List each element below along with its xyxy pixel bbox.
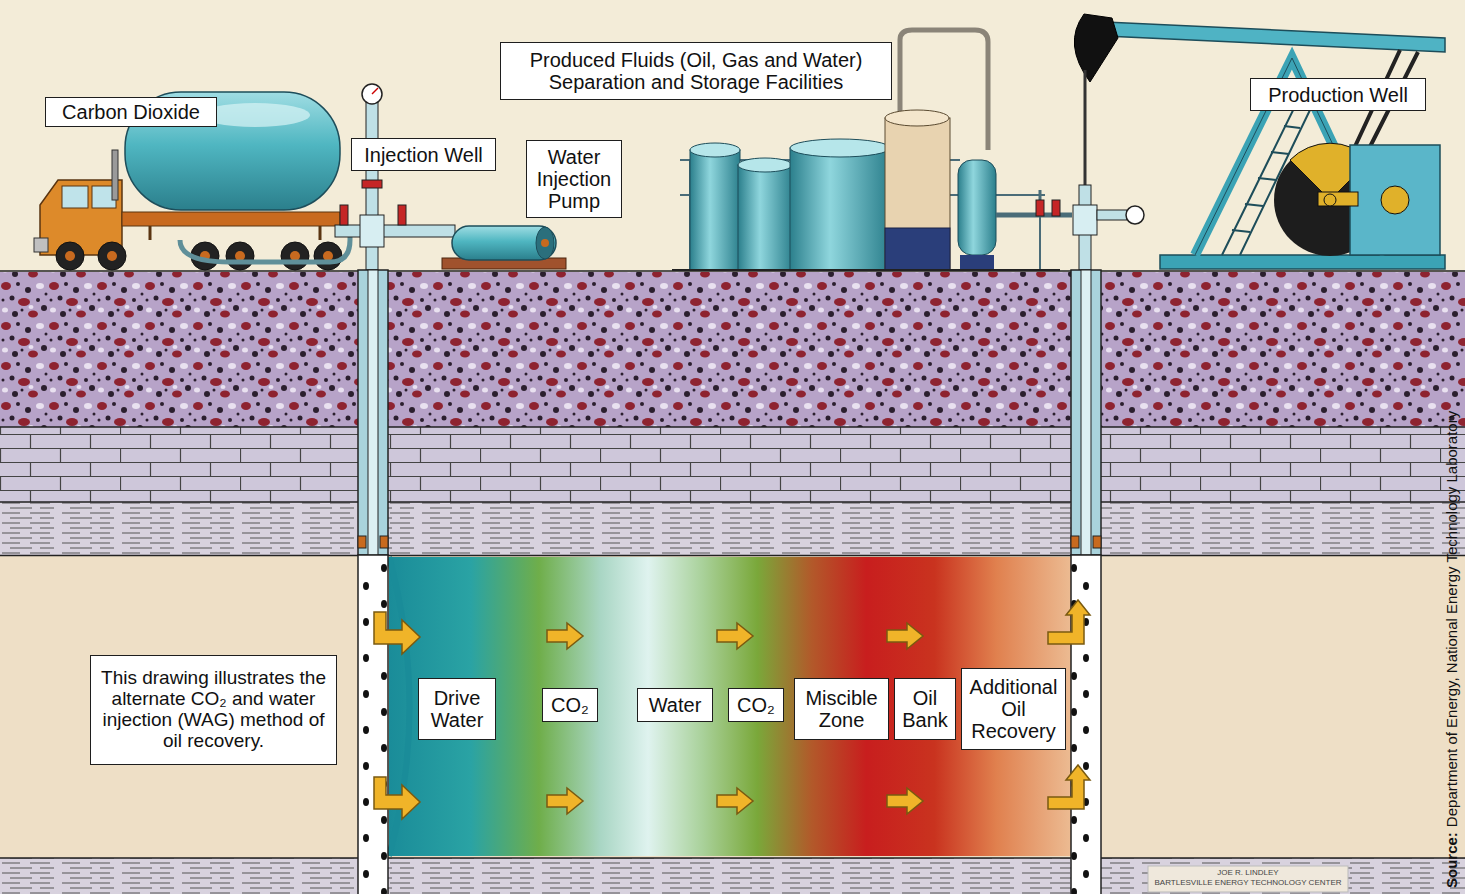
node-text: CO₂ bbox=[551, 694, 589, 716]
node-text: Oil Bank bbox=[900, 687, 950, 731]
credit-text: BARTLESVILLE ENERGY TECHNOLOGY CENTER bbox=[1152, 878, 1344, 888]
equipment-label: Injection Well bbox=[351, 138, 496, 171]
node-text: Water bbox=[649, 694, 702, 716]
node-text: Additional Oil Recovery bbox=[967, 676, 1060, 742]
node-text: Drive Water bbox=[424, 687, 490, 731]
zone-label: Additional Oil Recovery bbox=[961, 668, 1066, 750]
zone-label: Drive Water bbox=[418, 678, 496, 740]
node-text: This drawing illustrates the alternate C… bbox=[96, 668, 331, 752]
node-text: Injection Well bbox=[364, 144, 483, 166]
source-text: Source: bbox=[1443, 832, 1460, 888]
node-text: Production Well bbox=[1268, 84, 1408, 106]
equipment-label: Production Well bbox=[1250, 78, 1426, 111]
artist-credit: JOE R. LINDLEYBARTLESVILLE ENERGY TECHNO… bbox=[1152, 868, 1344, 888]
equipment-label: Carbon Dioxide bbox=[45, 97, 217, 127]
source-credit: Source: Department of Energy, National En… bbox=[1442, 406, 1462, 888]
node-text: Produced Fluids (Oil, Gas and Water) Sep… bbox=[506, 49, 886, 93]
zone-label: CO₂ bbox=[542, 688, 598, 722]
node-text: CO₂ bbox=[737, 694, 775, 716]
node-text: Carbon Dioxide bbox=[62, 101, 200, 123]
zone-label: Water bbox=[637, 688, 713, 722]
node-text: Water Injection Pump bbox=[532, 146, 616, 212]
equipment-label: Produced Fluids (Oil, Gas and Water) Sep… bbox=[500, 42, 892, 100]
zone-label: Miscible Zone bbox=[794, 678, 889, 740]
zone-label: Oil Bank bbox=[894, 678, 956, 740]
equipment-label: Water Injection Pump bbox=[526, 140, 622, 218]
node-text: Miscible Zone bbox=[800, 687, 883, 731]
zone-label: CO₂ bbox=[728, 688, 784, 722]
credit-text: JOE R. LINDLEY bbox=[1152, 868, 1344, 878]
note-box: This drawing illustrates the alternate C… bbox=[90, 655, 337, 765]
source-text: Department of Energy, National Energy Te… bbox=[1443, 411, 1460, 827]
